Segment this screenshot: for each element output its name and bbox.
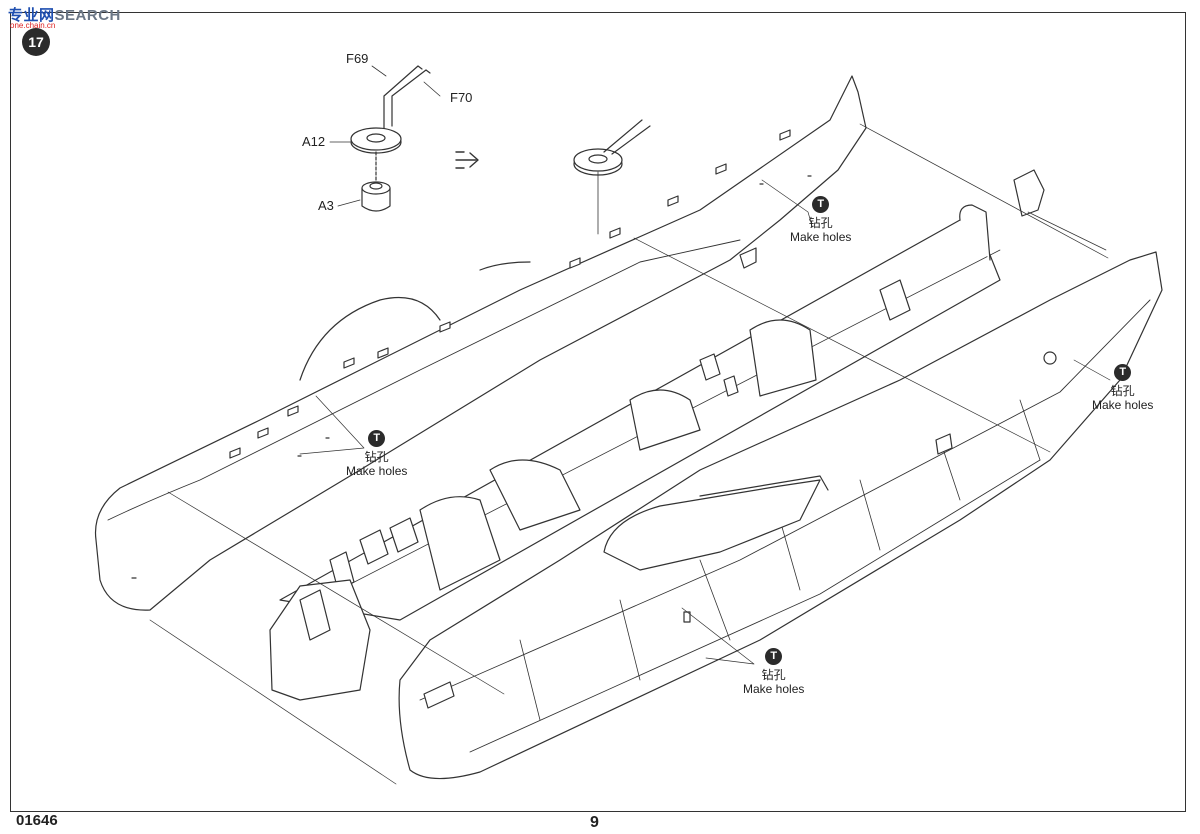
watermark-en-text: SEARCH (54, 7, 121, 24)
make-holes-callout-top: T 钻孔 Make holes (790, 196, 851, 244)
step-number-badge: 17 (22, 28, 50, 56)
installed-turret (573, 119, 651, 235)
part-label-f70: F70 (450, 90, 473, 105)
kit-code: 01646 (16, 812, 58, 829)
make-holes-en: Make holes (346, 464, 408, 478)
watermark-logo: 专业网SEARCH one.chain.cn (8, 4, 121, 30)
drill-icon: T (765, 648, 783, 665)
make-holes-en: Make holes (1092, 398, 1154, 412)
internal-floor (269, 204, 1001, 701)
make-holes-cn: 钻孔 (808, 216, 833, 230)
page-number: 9 (590, 814, 599, 831)
turret-parts (329, 65, 479, 212)
left-fuselage-half (94, 75, 867, 611)
part-label-a3: A3 (318, 198, 334, 213)
right-fuselage-half (398, 169, 1163, 780)
drill-icon: T (1114, 364, 1132, 381)
part-label-f69: F69 (346, 51, 369, 66)
make-holes-callout-right: T 钻孔 Make holes (1092, 364, 1153, 412)
make-holes-leaders (299, 179, 1111, 665)
page-border (10, 12, 1186, 812)
watermark-cn-text: 专业网 (8, 6, 55, 24)
drill-icon: T (368, 430, 386, 447)
part-label-a12: A12 (302, 134, 326, 149)
watermark-url: one.chain.cn (10, 21, 56, 30)
make-holes-en: Make holes (743, 682, 805, 696)
make-holes-en: Make holes (790, 230, 852, 244)
drill-icon: T (812, 196, 830, 213)
make-holes-callout-bottom: T 钻孔 Make holes (743, 648, 804, 696)
make-holes-callout-left: T 钻孔 Make holes (346, 430, 407, 478)
alignment-lines (149, 123, 1109, 785)
make-holes-cn: 钻孔 (1110, 384, 1135, 398)
make-holes-cn: 钻孔 (761, 668, 786, 682)
make-holes-cn: 钻孔 (364, 450, 389, 464)
